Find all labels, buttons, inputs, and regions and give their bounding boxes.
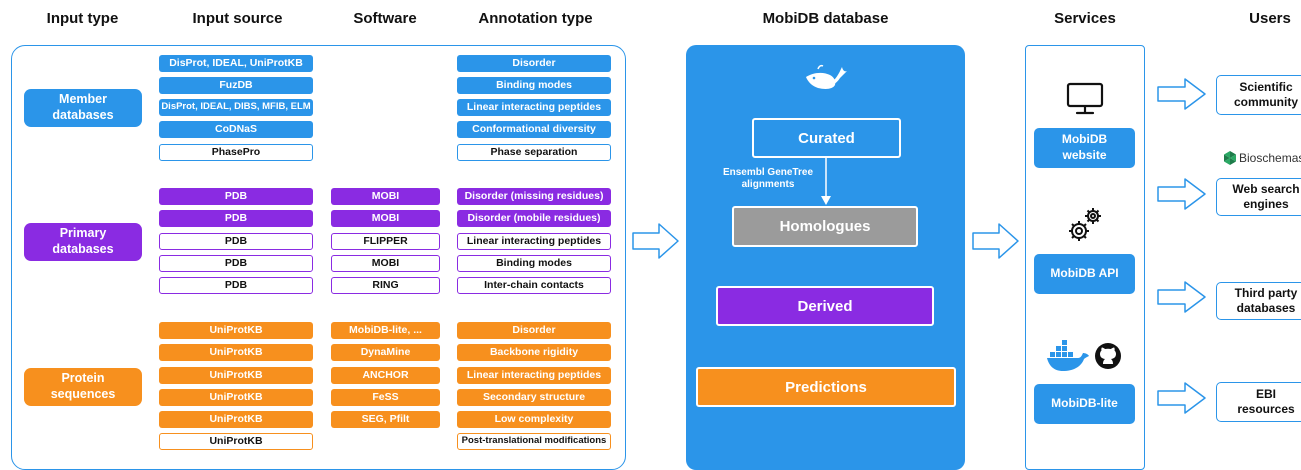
user-ebi-resources: EBI resources (1216, 382, 1301, 422)
protein-source-6: UniProtKB (159, 433, 313, 450)
member-annotation-2: Binding modes (457, 77, 611, 94)
member-source-2: FuzDB (159, 77, 313, 94)
curated-box: Curated (752, 118, 901, 158)
outline-arrow-icon (1157, 178, 1206, 210)
monitor-icon (1066, 82, 1104, 115)
protein-software-2: DynaMine (331, 344, 440, 361)
primary-source-5: PDB (159, 277, 313, 294)
curated-to-homologues-arrow (821, 158, 831, 205)
primary-software-4: MOBI (331, 255, 440, 272)
primary-annotation-5: Inter-chain contacts (457, 277, 611, 294)
user-scientific-community: Scientific community (1216, 75, 1301, 115)
member-source-5: PhasePro (159, 144, 313, 161)
protein-annotation-1: Disorder (457, 322, 611, 339)
member-source-4: CoDNaS (159, 121, 313, 138)
primary-annotation-4: Binding modes (457, 255, 611, 272)
gears-icon (1069, 208, 1101, 241)
protein-source-1: UniProtKB (159, 322, 313, 339)
outline-arrow-icon (1157, 382, 1206, 414)
member-source-1: DisProt, IDEAL, UniProtKB (159, 55, 313, 72)
primary-software-3: FLIPPER (331, 233, 440, 250)
header-mobidb-database: MobiDB database (762, 10, 889, 27)
category-member-databases: Member databases (24, 89, 142, 127)
protein-source-2: UniProtKB (159, 344, 313, 361)
bioschemas-label: Bioschemas (1239, 151, 1301, 165)
category-protein-sequences: Protein sequences (24, 368, 142, 406)
primary-annotation-1: Disorder (missing residues) (457, 188, 611, 205)
protein-source-4: UniProtKB (159, 389, 313, 406)
mobidb-api-service: MobiDB API (1034, 254, 1135, 294)
header-input-source: Input source (192, 10, 283, 27)
primary-source-1: PDB (159, 188, 313, 205)
outline-arrow-icon (972, 223, 1019, 259)
primary-source-2: PDB (159, 210, 313, 227)
docker-icon (1047, 340, 1089, 371)
derived-box: Derived (716, 286, 934, 326)
header-annotation-type: Annotation type (478, 10, 593, 27)
primary-source-3: PDB (159, 233, 313, 250)
header-input-type: Input type (46, 10, 119, 27)
protein-software-5: SEG, Pfilt (331, 411, 440, 428)
protein-source-3: UniProtKB (159, 367, 313, 384)
predictions-box: Predictions (696, 367, 956, 407)
header-services: Services (1054, 10, 1116, 27)
primary-software-5: RING (331, 277, 440, 294)
primary-annotation-2: Disorder (mobile residues) (457, 210, 611, 227)
ensembl-label-line-2: alignments (741, 179, 795, 190)
outline-arrow-icon (1157, 78, 1206, 110)
member-annotation-3: Linear interacting peptides (457, 99, 611, 116)
protein-annotation-6: Post-translational modifications (457, 433, 611, 450)
header-software: Software (353, 10, 417, 27)
protein-software-4: FeSS (331, 389, 440, 406)
header-users: Users (1249, 10, 1291, 27)
primary-software-2: MOBI (331, 210, 440, 227)
whale-icon (806, 64, 847, 89)
primary-annotation-3: Linear interacting peptides (457, 233, 611, 250)
outline-arrow-icon (632, 223, 679, 259)
member-annotation-1: Disorder (457, 55, 611, 72)
user-third-party-databases: Third party databases (1216, 282, 1301, 320)
protein-software-1: MobiDB-lite, ... (331, 322, 440, 339)
bioschemas-icon (1224, 151, 1236, 165)
protein-annotation-4: Secondary structure (457, 389, 611, 406)
homologues-box: Homologues (732, 206, 918, 247)
member-annotation-5: Phase separation (457, 144, 611, 161)
github-icon (1095, 343, 1121, 369)
protein-software-3: ANCHOR (331, 367, 440, 384)
member-source-3: DisProt, IDEAL, DIBS, MFIB, ELM (159, 99, 313, 116)
member-annotation-4: Conformational diversity (457, 121, 611, 138)
protein-annotation-3: Linear interacting peptides (457, 367, 611, 384)
protein-annotation-5: Low complexity (457, 411, 611, 428)
category-primary-databases: Primary databases (24, 223, 142, 261)
primary-source-4: PDB (159, 255, 313, 272)
user-web-search-engines: Web search engines (1216, 178, 1301, 216)
protein-source-5: UniProtKB (159, 411, 313, 428)
ensembl-genetree-label: Ensembl GeneTree alignments (718, 167, 818, 191)
outline-arrow-icon (1157, 281, 1206, 313)
mobidb-website-service: MobiDB website (1034, 128, 1135, 168)
primary-software-1: MOBI (331, 188, 440, 205)
protein-annotation-2: Backbone rigidity (457, 344, 611, 361)
mobidb-lite-service: MobiDB-lite (1034, 384, 1135, 424)
ensembl-label-line-1: Ensembl GeneTree (722, 167, 814, 178)
